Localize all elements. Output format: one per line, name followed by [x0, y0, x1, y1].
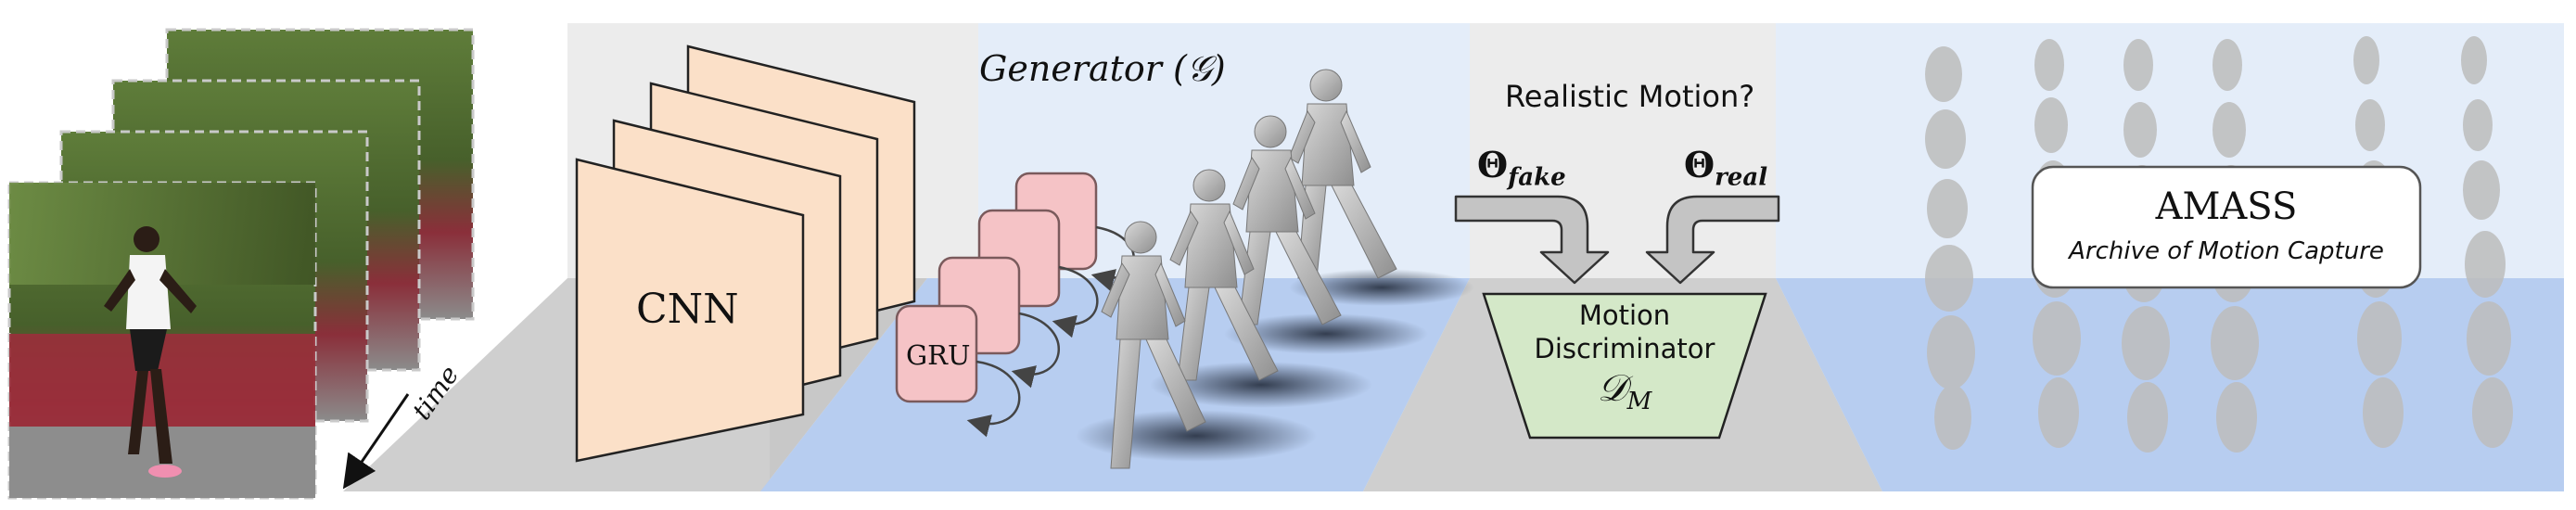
theta-fake-arrow	[1454, 195, 1610, 285]
theta-real-subscript: real	[1715, 163, 1768, 192]
amass-title: AMASS	[2155, 185, 2298, 228]
theta-fake-subscript: fake	[1508, 163, 1566, 192]
theta-real-label: Θreal	[1684, 144, 1767, 192]
body-mesh-3	[1232, 115, 1342, 325]
motion-discriminator-box	[1482, 292, 1767, 440]
time-arrow	[342, 393, 410, 490]
gru-recurrent-arrow-3	[1052, 265, 1099, 338]
theta-real-arrow	[1645, 195, 1780, 285]
generator-title: Generator (𝒢)	[979, 48, 1226, 89]
theta-fake-label: Θfake	[1477, 144, 1566, 192]
body-mesh-1	[1101, 221, 1206, 469]
runner-figure	[104, 226, 197, 478]
theta-real-symbol: Θ	[1684, 144, 1715, 185]
body-mesh-4	[1288, 69, 1397, 279]
cnn-label: CNN	[636, 286, 739, 333]
discriminator-box-label: Motion Discriminator 𝒟M	[1521, 299, 1728, 425]
gru-stack	[895, 172, 1135, 438]
discriminator-line-2: Discriminator	[1534, 333, 1715, 364]
discriminator-question: Realistic Motion?	[1505, 79, 1755, 114]
cnn-stack	[575, 45, 916, 463]
gru-recurrent-arrow-1	[966, 360, 1021, 438]
amass-sequence-1	[1925, 46, 1975, 450]
body-mesh-2	[1169, 169, 1279, 381]
theta-fake-symbol: Θ	[1477, 144, 1509, 185]
video-frames	[7, 28, 475, 500]
discriminator-symbol: 𝒟M	[1597, 367, 1652, 415]
gru-cell-1	[895, 304, 978, 403]
generated-bodies	[1076, 69, 1474, 469]
cnn-layer-1	[575, 158, 805, 463]
amass-subtitle: Archive of Motion Capture	[2069, 237, 2384, 265]
gru-label: GRU	[906, 339, 971, 371]
amass-label-box	[2031, 165, 2422, 289]
discriminator-line-1: Motion	[1578, 300, 1671, 331]
gru-recurrent-arrow-2	[1011, 312, 1060, 389]
amass-sequence-6	[2461, 36, 2513, 448]
floor-blue-amass	[1776, 278, 2564, 491]
